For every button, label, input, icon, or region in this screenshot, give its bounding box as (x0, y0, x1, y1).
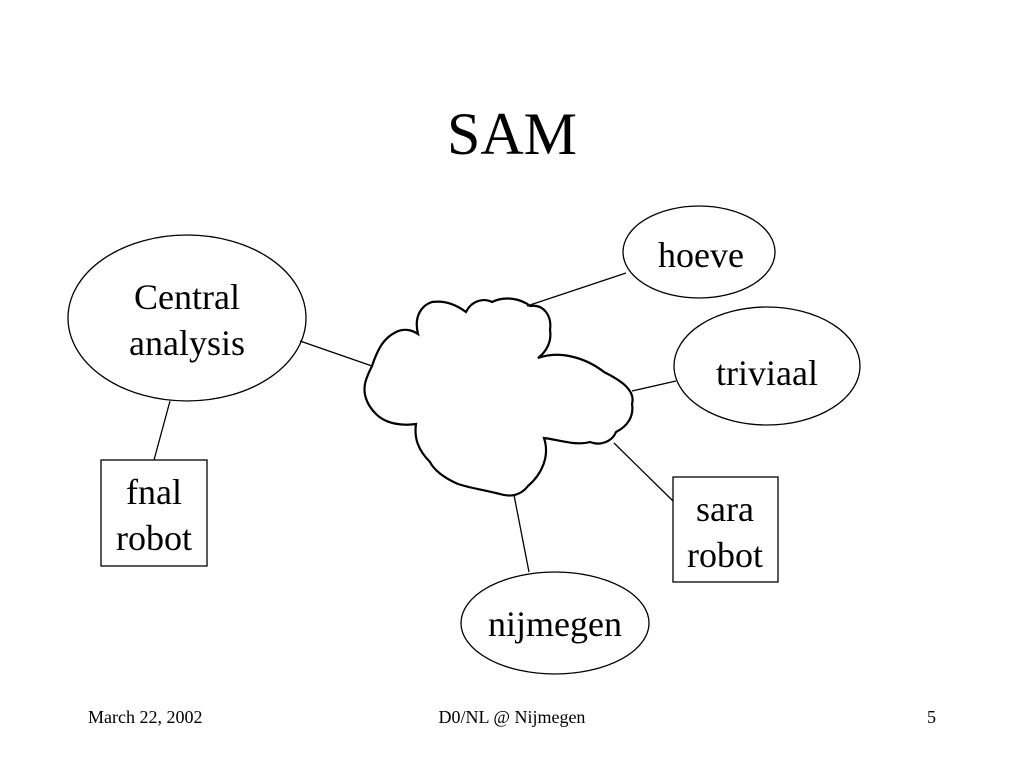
link-triviaal-cloud (631, 380, 677, 392)
sara-robot-box (672, 476, 779, 583)
central-analysis-ellipse (67, 234, 307, 402)
footer-date: March 22, 2002 (88, 707, 203, 727)
central-analysis-line2: analysis (129, 323, 245, 363)
hoeve-label: hoeve (658, 235, 744, 275)
link-sara-cloud (613, 442, 674, 502)
link-nijmegen-cloud (513, 494, 530, 573)
footer-event: D0/NL @ Nijmegen (438, 707, 586, 727)
sara-robot-label: sara robot (687, 486, 763, 578)
hoeve-ellipse (622, 205, 776, 299)
footer-page-number: 5 (927, 707, 936, 727)
nijmegen-ellipse (460, 571, 650, 675)
sara-robot-line1: sara (696, 489, 754, 529)
slide-title: SAM (446, 101, 578, 167)
central-analysis-label: Central analysis (129, 274, 245, 366)
fnal-robot-line2: robot (116, 518, 192, 558)
fnal-robot-box (100, 459, 208, 567)
sara-robot-line2: robot (687, 535, 763, 575)
nijmegen-label: nijmegen (488, 604, 622, 644)
link-hoeve-cloud (526, 272, 627, 307)
network-cloud-shape (363, 297, 634, 497)
central-analysis-line1: Central (134, 277, 240, 317)
fnal-robot-line1: fnal (126, 472, 182, 512)
triviaal-ellipse (673, 306, 861, 426)
link-central-fnal (153, 400, 171, 461)
triviaal-label: triviaal (716, 353, 818, 393)
fnal-robot-label: fnal robot (116, 469, 192, 561)
link-central-cloud (299, 340, 373, 367)
